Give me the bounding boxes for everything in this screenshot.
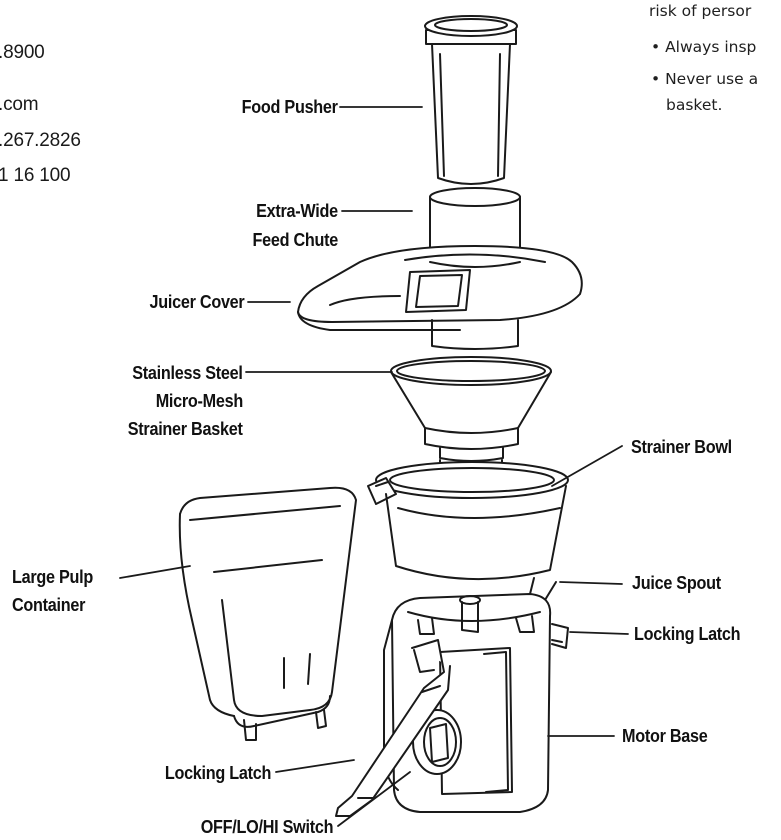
label-food-pusher: Food Pusher bbox=[241, 97, 338, 117]
warning-text-line: risk of persor bbox=[649, 2, 752, 20]
label-feed-chute-2: Feed Chute bbox=[252, 230, 338, 250]
warning-bullet-1: • Always insp bbox=[651, 38, 757, 56]
motor-base-drawing bbox=[335, 593, 569, 817]
leader-lines bbox=[119, 106, 629, 827]
contact-line-2: .com bbox=[0, 94, 39, 115]
label-pulp-container-1: Large Pulp bbox=[12, 567, 94, 587]
strainer-basket-drawing bbox=[390, 356, 552, 462]
label-pulp-container-2: Container bbox=[12, 595, 86, 615]
label-strainer-basket-1: Stainless Steel bbox=[132, 363, 244, 383]
label-juice-spout: Juice Spout bbox=[632, 573, 721, 593]
label-switch: OFF/LO/HI Switch bbox=[200, 817, 334, 837]
label-strainer-basket-3: Strainer Basket bbox=[128, 419, 243, 439]
strainer-bowl-drawing bbox=[367, 459, 569, 601]
contact-line-1: .8900 bbox=[0, 42, 45, 63]
label-strainer-bowl: Strainer Bowl bbox=[631, 437, 732, 457]
label-locking-latch-left: Locking Latch bbox=[164, 763, 272, 783]
juicer-cover-drawing bbox=[297, 187, 583, 350]
pulp-container-drawing bbox=[178, 486, 357, 741]
contact-line-3: .267.2826 bbox=[0, 130, 81, 151]
label-locking-latch-right: Locking Latch bbox=[634, 624, 741, 644]
label-feed-chute-1: Extra-Wide bbox=[256, 201, 338, 221]
label-strainer-basket-2: Micro-Mesh bbox=[155, 391, 244, 411]
warning-bullet-2: • Never use a bbox=[651, 70, 759, 88]
label-juicer-cover: Juicer Cover bbox=[149, 292, 244, 312]
food-pusher-drawing bbox=[424, 15, 518, 185]
label-motor-base: Motor Base bbox=[622, 726, 708, 746]
warning-bullet-2-cont: basket. bbox=[666, 96, 723, 114]
contact-line-4: 1 16 100 bbox=[0, 165, 71, 186]
